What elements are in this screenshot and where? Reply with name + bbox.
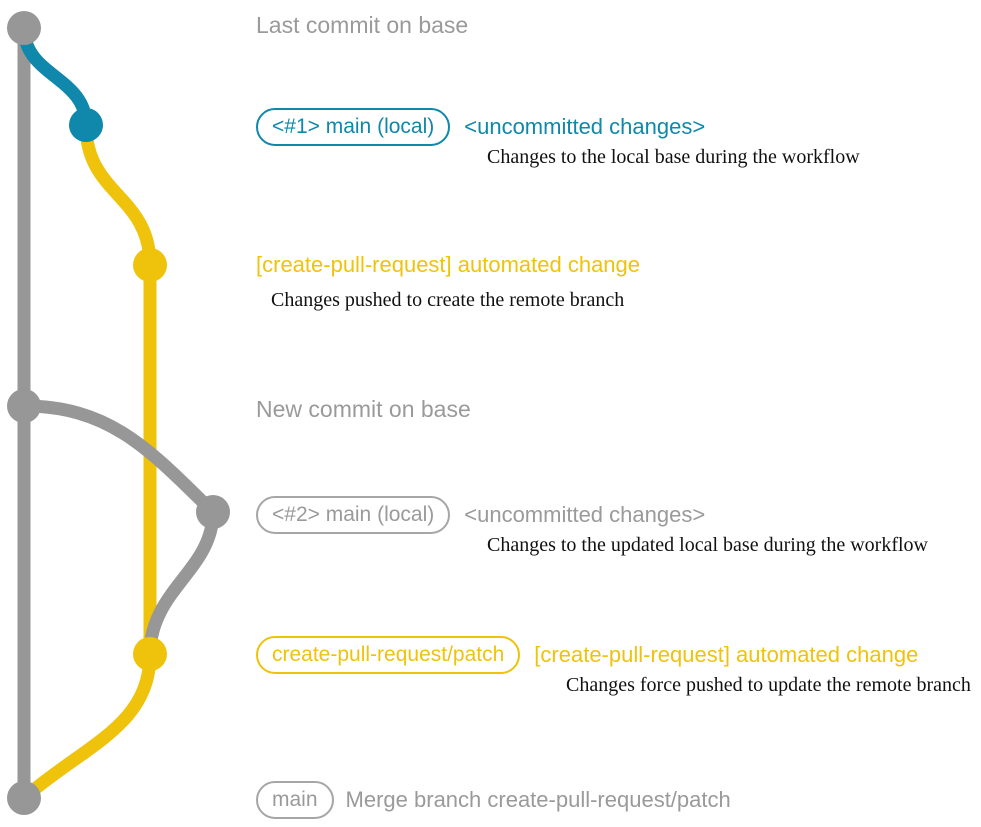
row-automated-change-1: [create-pull-request] automated change: [256, 254, 640, 276]
commit-description-automated-change-1: Changes pushed to create the remote bran…: [271, 289, 625, 311]
commit-description-main-local-1: Changes to the local base during the wor…: [487, 146, 860, 168]
ref-badge-main-local-2[interactable]: <#2> main (local): [256, 496, 451, 534]
commit-subject-automated-change-2: [create-pull-request] automated change: [534, 642, 919, 667]
commit-node-last-commit-on-base[interactable]: [7, 11, 41, 45]
note-last-commit-on-base: Last commit on base: [256, 12, 469, 38]
edge-teal-n1-n2: [17, 27, 93, 126]
commit-node-automated-change-2[interactable]: [133, 637, 167, 671]
row-main-local-1: <#1> main (local) <uncommitted changes>: [256, 108, 705, 146]
commit-subject-merge-commit: Merge branch create-pull-request/patch: [345, 787, 731, 812]
ref-badge-create-pull-request-patch[interactable]: create-pull-request/patch: [256, 636, 521, 674]
edge-yellow-n2-n3: [79, 124, 157, 266]
commit-description-main-local-2: Changes to the updated local base during…: [487, 534, 928, 556]
commit-node-merge-commit[interactable]: [7, 781, 41, 815]
commit-node-automated-change-1[interactable]: [133, 248, 167, 282]
row-merge-commit: main Merge branch create-pull-request/pa…: [256, 781, 731, 819]
commit-subject-main-local-1: <uncommitted changes>: [464, 114, 706, 139]
commit-node-main-local-2[interactable]: [196, 495, 230, 529]
commit-description-automated-change-2: Changes force pushed to update the remot…: [566, 674, 971, 696]
edge-yellow-n6-n7: [19, 653, 157, 803]
ref-badge-main-local-1[interactable]: <#1> main (local): [256, 108, 451, 146]
row-main-local-2: <#2> main (local) <uncommitted changes>: [256, 496, 705, 534]
ref-badge-main[interactable]: main: [256, 781, 334, 819]
commit-node-main-local-1[interactable]: [69, 108, 103, 142]
commit-node-new-commit-on-base[interactable]: [7, 389, 41, 423]
row-automated-change-2: create-pull-request/patch [create-pull-r…: [256, 636, 918, 674]
commit-subject-automated-change-1: [create-pull-request] automated change: [256, 252, 641, 277]
edge-gray-n4-n5: [23, 399, 218, 517]
commit-subject-main-local-2: <uncommitted changes>: [464, 502, 706, 527]
note-new-commit-on-base: New commit on base: [256, 396, 471, 422]
edge-gray-n5-n6: [143, 511, 220, 655]
